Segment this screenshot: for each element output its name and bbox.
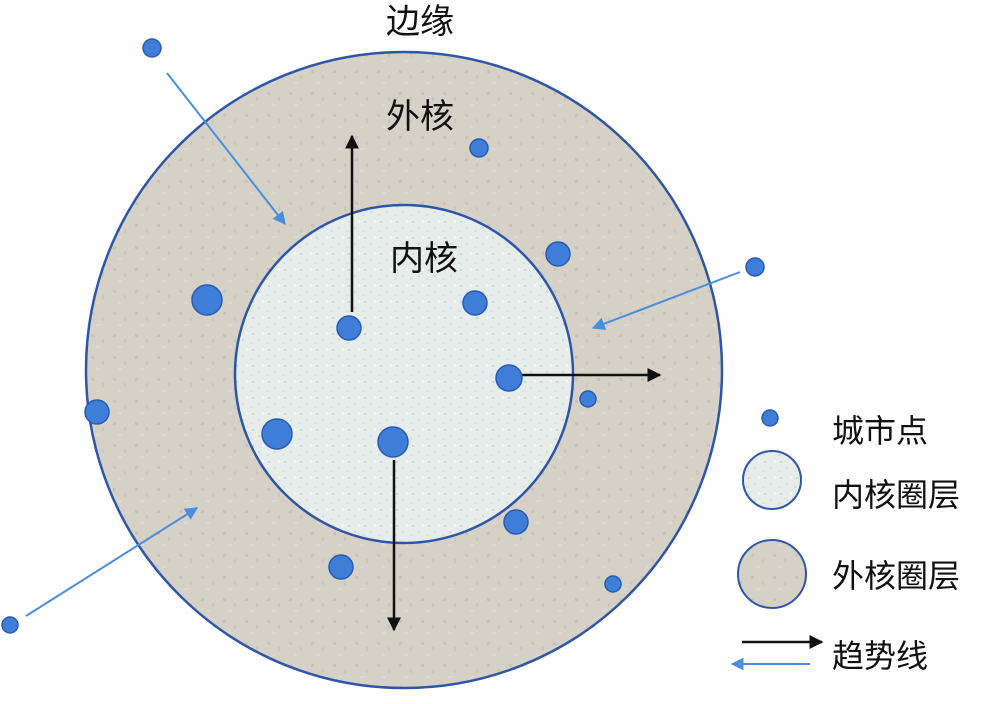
- city-point: [84, 399, 110, 425]
- city-point: [745, 257, 765, 277]
- city-point: [191, 284, 223, 316]
- flow-arrow-top-left: [166, 72, 286, 226]
- inner-core-label: 内核: [390, 239, 458, 279]
- city-point: [377, 426, 409, 458]
- city-point: [469, 138, 489, 158]
- legend-trend-line-label: 趋势线: [832, 637, 928, 675]
- city-point: [336, 315, 362, 341]
- city-point: [462, 290, 488, 316]
- flow-arrow-bottom-left: [25, 507, 199, 617]
- city-point: [261, 418, 293, 450]
- city-point: [545, 241, 571, 267]
- legend-city-point-label: 城市点: [832, 412, 928, 450]
- city-point: [604, 575, 622, 593]
- legend-inner-layer-label: 内核圈层: [832, 476, 960, 514]
- legend: 城市点 内核圈层 外核圈层 趋势线: [730, 409, 960, 675]
- legend-outer-layer-swatch: [737, 539, 807, 609]
- legend-city-point-swatch: [761, 409, 779, 427]
- outer-core-label: 外核: [386, 97, 454, 137]
- city-point: [142, 38, 162, 58]
- city-point: [328, 554, 354, 580]
- city-points: [1, 38, 765, 634]
- city-point: [495, 364, 523, 392]
- city-point: [579, 390, 597, 408]
- outward-trend-arrows: [345, 134, 662, 632]
- city-point: [503, 509, 529, 535]
- legend-inner-layer-swatch: [742, 450, 802, 510]
- flow-arrow-right: [591, 271, 741, 330]
- inward-flow-arrows: [25, 72, 741, 617]
- legend-outer-layer-label: 外核圈层: [832, 557, 960, 595]
- edge-label: 边缘: [386, 2, 454, 42]
- city-point: [1, 616, 19, 634]
